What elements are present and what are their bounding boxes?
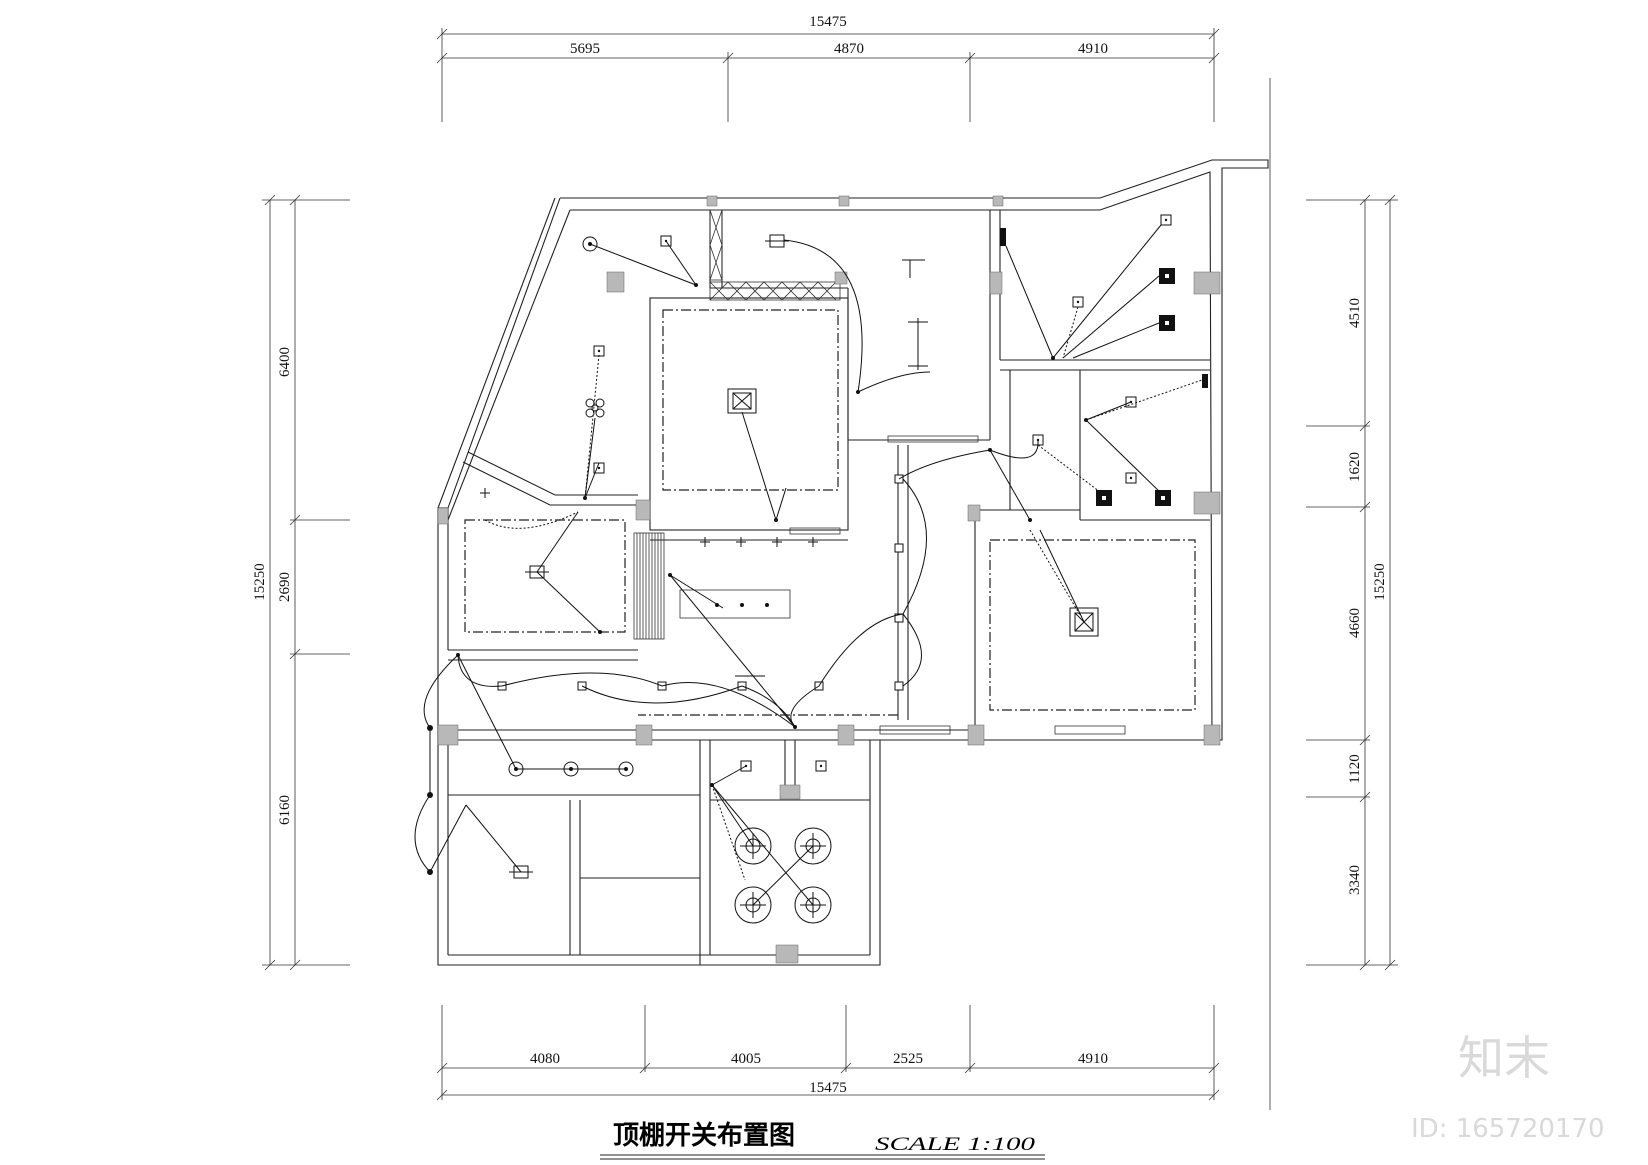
beam-hatch (709, 209, 841, 301)
floor-plan-walls (437, 159, 1269, 966)
ceiling-zones (464, 309, 1196, 716)
title-block: 顶棚开关布置图 SCALE 1:100 (600, 1121, 1045, 1160)
top-total-dimension: 15475 (809, 14, 847, 30)
staircase (633, 532, 665, 640)
left-total-dimension: 15250 (252, 563, 268, 601)
left-dimension-2: 2690 (277, 572, 293, 602)
drawing-title: 顶棚开关布置图 (613, 1121, 795, 1151)
left-dimension-3: 6160 (277, 795, 293, 825)
watermark-id: ID: 165720170 (1411, 1114, 1605, 1144)
right-dimension-chain (1306, 194, 1398, 971)
watermark-logo: 知末 (1458, 1031, 1550, 1085)
left-dimension-chain (262, 194, 350, 971)
right-dimension-3: 4660 (1347, 608, 1363, 638)
top-dimension-chain (436, 28, 1220, 122)
bottom-dimension-3: 2525 (893, 1051, 923, 1067)
structural-columns (437, 195, 1221, 964)
left-dimension-1: 6400 (277, 347, 293, 377)
right-dimension-2: 1620 (1347, 452, 1363, 482)
top-dimension-1: 5695 (570, 41, 600, 57)
bottom-dimension-chain (436, 1005, 1220, 1101)
drawing-scale: SCALE 1:100 (875, 1134, 1036, 1155)
right-dimension-5: 3340 (1347, 865, 1363, 895)
switch-wiring (414, 224, 1203, 906)
watermark: 知末 ID: 165720170 (1411, 1031, 1605, 1144)
right-total-dimension: 15250 (1372, 563, 1388, 601)
right-dimension-1: 4510 (1347, 298, 1363, 328)
right-dimension-4: 1120 (1347, 754, 1363, 783)
top-dimension-3: 4910 (1078, 41, 1108, 57)
bottom-dimension-4: 4910 (1078, 1051, 1108, 1067)
bottom-total-dimension: 15475 (809, 1080, 847, 1096)
top-dimension-2: 4870 (834, 41, 864, 57)
bottom-dimension-1: 4080 (530, 1051, 560, 1067)
ceiling-fixtures (480, 214, 1208, 924)
bottom-dimension-2: 4005 (731, 1051, 761, 1067)
